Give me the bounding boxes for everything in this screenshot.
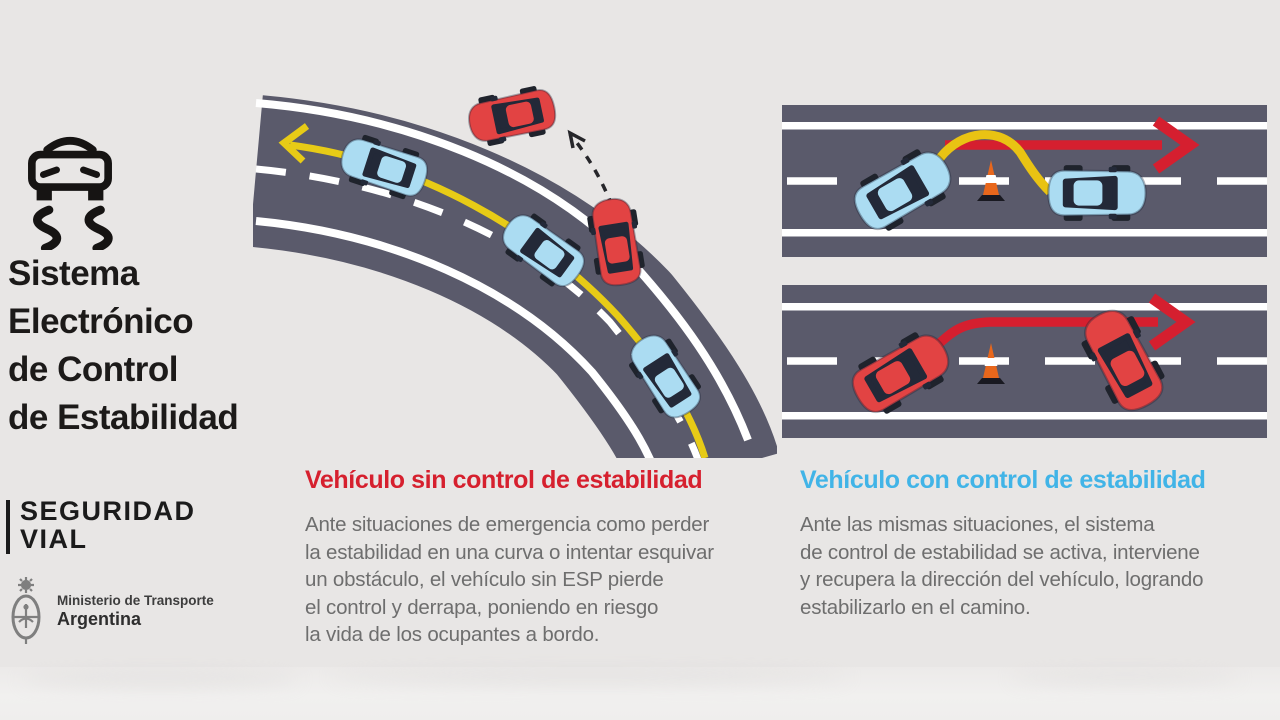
body-line: de control de estabilidad se activa, int… (800, 540, 1200, 564)
title-line: de Estabilidad (8, 398, 239, 437)
section-body-without-esp: Ante situaciones de emergencia como perd… (305, 511, 775, 649)
section-with-esp: Vehículo con control de estabilidad Ante… (800, 466, 1270, 621)
esp-avoidance-panel (782, 105, 1267, 257)
straight-road-bottom (782, 285, 1267, 438)
section-without-esp: Vehículo sin control de estabilidad Ante… (305, 466, 775, 649)
curve-skid-illustration (253, 85, 777, 458)
ministry-signature: Ministerio de Transporte Argentina (8, 576, 214, 646)
title-line: Electrónico (8, 302, 194, 341)
seguridad-vial-bar (6, 500, 10, 554)
body-line: un obstáculo, el vehículo sin ESP pierde (305, 568, 664, 591)
center-dashed-line (255, 165, 702, 458)
program-line-2: VIAL (20, 524, 88, 554)
section-body-with-esp: Ante las mismas situaciones, el sistema … (800, 511, 1270, 621)
section-heading-without-esp: Vehículo sin control de estabilidad (305, 466, 703, 494)
yellow-avoidance-path (936, 130, 1054, 196)
ministry-name: Ministerio de Transporte (57, 593, 214, 608)
bottom-strip (0, 667, 1280, 720)
argentina-coat-of-arms-icon (11, 577, 41, 644)
program-line-1: SEGURIDAD (20, 496, 196, 526)
section-heading-with-esp: Vehículo con control de estabilidad (800, 466, 1206, 494)
blue-car-stabilized (1048, 165, 1145, 221)
body-line: la vida de los ocupantes a bordo. (305, 623, 600, 646)
spun-out-red-car (465, 85, 560, 149)
title-line: de Control (8, 350, 178, 389)
body-line: el control y derrapa, poniendo en riesgo (305, 595, 659, 619)
body-line: y recupera la dirección del vehículo, lo… (800, 568, 1204, 591)
country-name: Argentina (57, 609, 142, 629)
esp-warning-icon (28, 136, 113, 250)
body-line: Ante situaciones de emergencia como perd… (305, 513, 710, 536)
straight-road-top (782, 105, 1267, 257)
body-line: Ante las mismas situaciones, el sistema (800, 513, 1155, 536)
yellow-arrowhead (278, 123, 310, 164)
ministry-text: Ministerio de Transporte Argentina (57, 592, 214, 630)
body-line: la estabilidad en una curva o intentar e… (305, 540, 714, 564)
red-arrowhead (1148, 293, 1196, 351)
red-trajectory-arrow (945, 116, 1200, 174)
skid-trajectory-dashed (567, 129, 614, 207)
body-line: estabilizarlo en el camino. (800, 595, 1031, 619)
no-esp-spin-panel (782, 285, 1267, 438)
seguridad-vial-logo: SEGURIDAD VIAL (20, 497, 196, 553)
title-line: Sistema (8, 254, 139, 293)
page-title: Sistema Electrónico de Control de Estabi… (8, 250, 308, 442)
